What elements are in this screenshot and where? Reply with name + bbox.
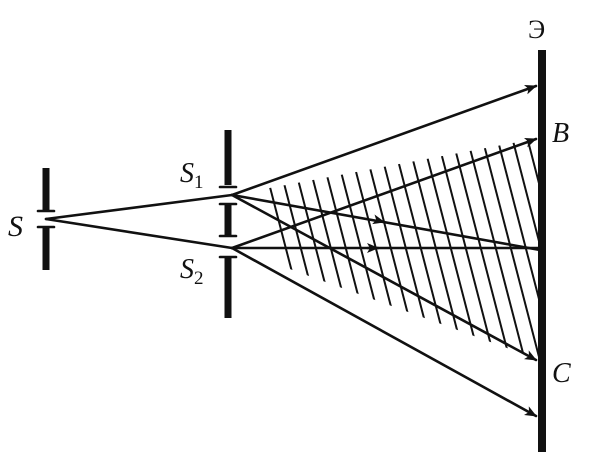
hatch-line — [399, 138, 471, 360]
ray-s1-top — [230, 84, 538, 197]
hatch-line — [519, 138, 540, 360]
ray-source-to-s2 — [44, 217, 234, 250]
hatch-line — [324, 138, 396, 360]
ray-s1-to-c — [230, 193, 538, 362]
ray-source-to-s1 — [44, 193, 234, 221]
hatch-line — [279, 138, 351, 360]
hatch-line — [354, 138, 426, 360]
hatch-line — [249, 138, 321, 360]
hatch-line — [565, 110, 608, 380]
label-screen: Э — [528, 15, 545, 44]
interference-zone-hatching — [249, 110, 608, 380]
hatch-line — [369, 138, 441, 360]
hatch-line — [414, 138, 486, 360]
hatch-line — [309, 138, 381, 360]
label-s2: S2 — [180, 254, 204, 289]
hatch-line — [595, 110, 608, 380]
hatch-line — [489, 138, 540, 360]
hatch-line — [444, 138, 516, 360]
hatch-line — [504, 138, 540, 360]
hatch-line — [459, 138, 531, 360]
hatch-line — [429, 138, 501, 360]
hatch-line — [550, 110, 608, 380]
label-s1: S1 — [180, 158, 204, 193]
hatch-line — [580, 110, 608, 380]
label-source: S — [8, 210, 23, 243]
label-point-b: B — [552, 118, 569, 149]
label-point-c: C — [552, 358, 571, 389]
ray-s1-center — [230, 193, 542, 252]
ray-s2-to-b — [230, 137, 538, 250]
arrow-s1-center — [372, 214, 386, 225]
ray-s2-bottom — [230, 246, 538, 418]
